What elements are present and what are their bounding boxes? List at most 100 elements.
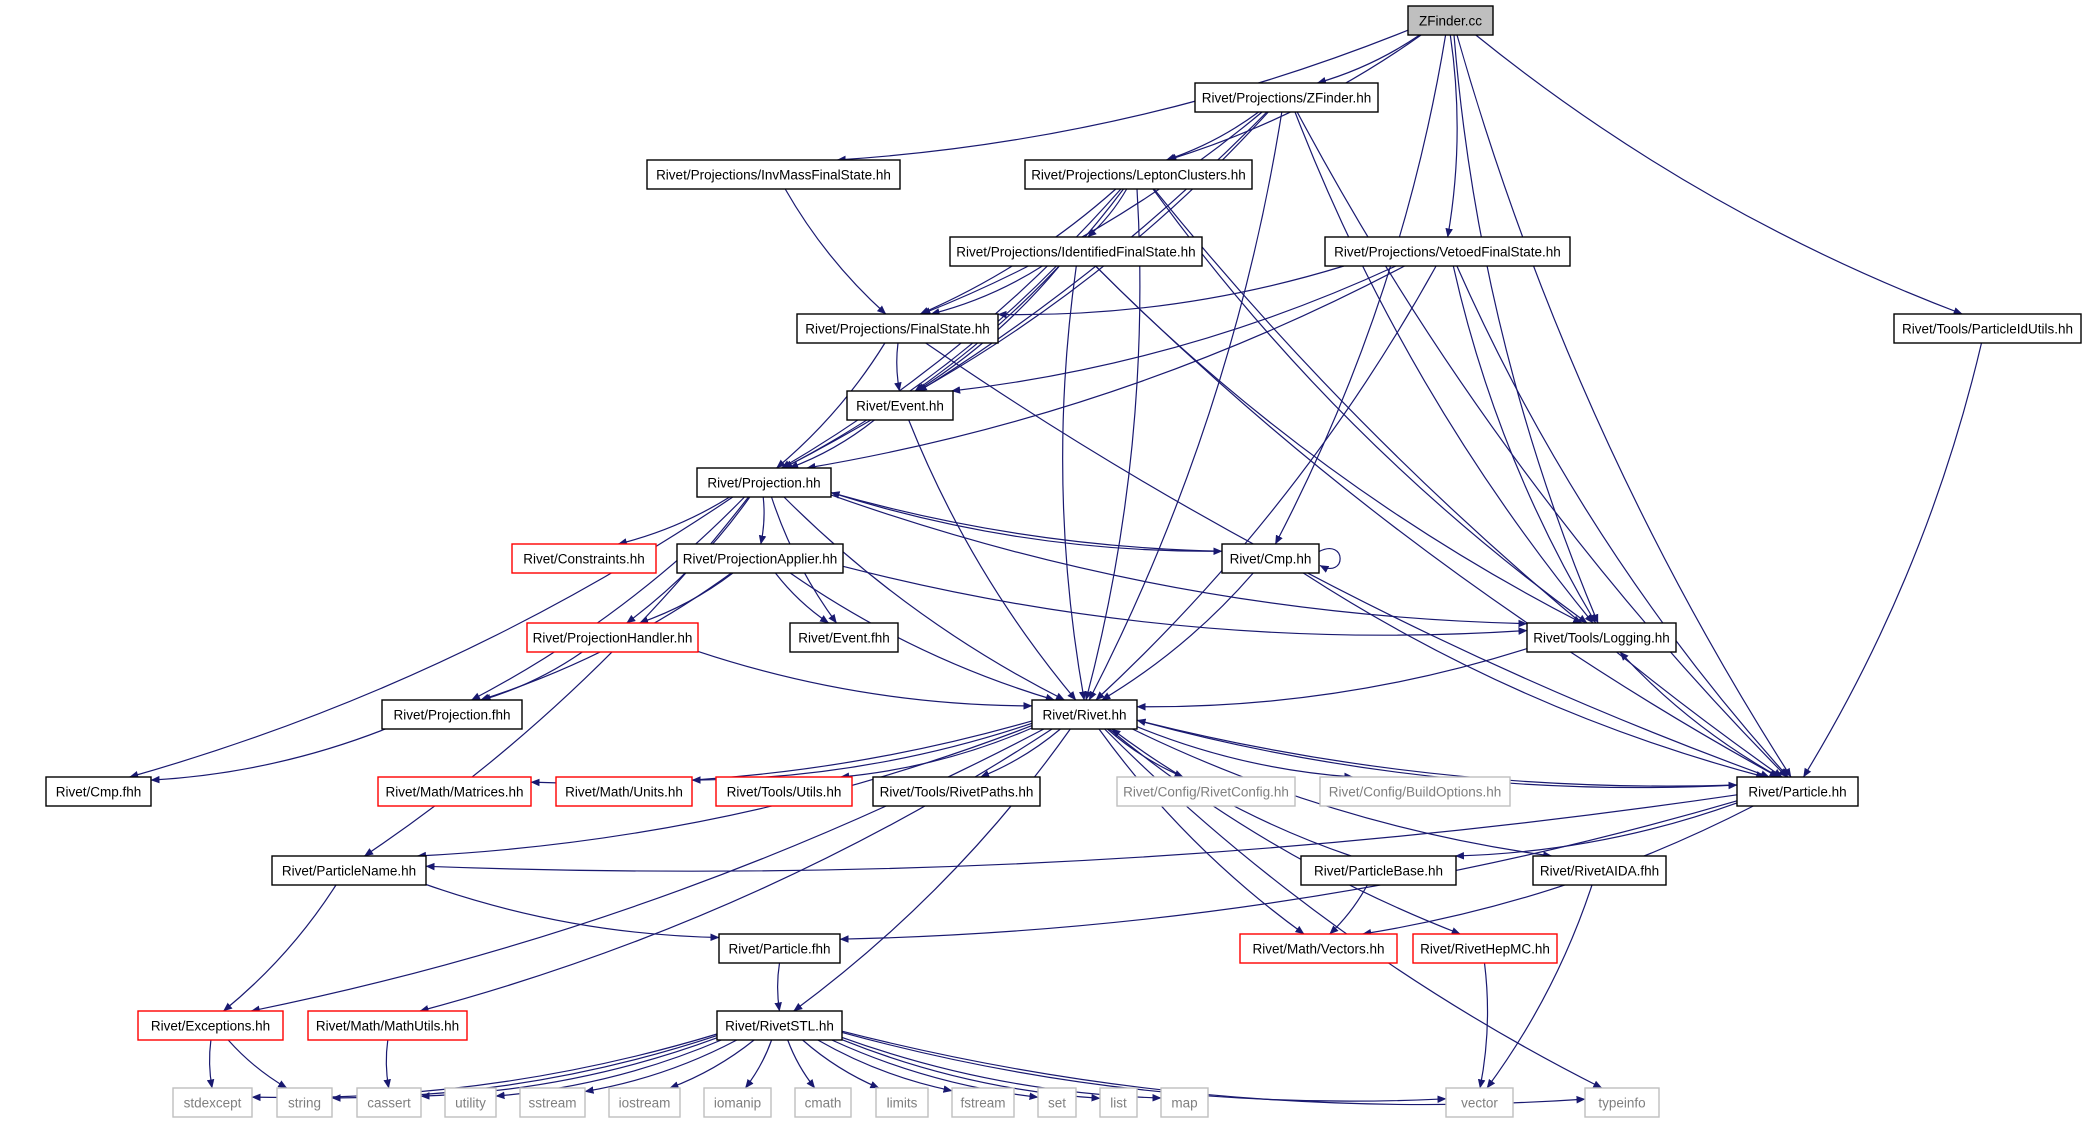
- node-proj_zfinder[interactable]: Rivet/Projections/ZFinder.hh: [1194, 82, 1379, 113]
- edge-projection_hh-to-cmp_hh: [830, 492, 1223, 556]
- edge-particle_hh-to-rivet_hh: [1136, 718, 1738, 787]
- node-fstream: fstream: [951, 1087, 1015, 1118]
- node-box: [45, 776, 152, 807]
- edge-rivet_hh-to-rivetstl: [793, 728, 1071, 1012]
- node-projhandler[interactable]: Rivet/ProjectionHandler.hh: [526, 622, 699, 653]
- node-label: Rivet/Projections/InvMassFinalState.hh: [656, 168, 891, 183]
- node-buildoptions: Rivet/Config/BuildOptions.hh: [1319, 776, 1511, 807]
- node-box: [555, 776, 693, 807]
- edge-proj_identified-to-projection_hh: [783, 265, 1057, 469]
- edge-proj_invmass-to-proj_finalstate: [784, 188, 887, 315]
- node-box: [676, 543, 844, 574]
- node-box: [172, 1087, 253, 1118]
- node-proj_finalstate[interactable]: Rivet/Projections/FinalState.hh: [796, 313, 999, 344]
- node-proj_invmass[interactable]: Rivet/Projections/InvMassFinalState.hh: [646, 159, 901, 190]
- node-label: Rivet/Math/Matrices.hh: [385, 785, 523, 800]
- edge-zfinder_cc-to-proj_vetoed: [1445, 34, 1458, 238]
- node-units[interactable]: Rivet/Math/Units.hh: [555, 776, 693, 807]
- node-box: [1893, 313, 2082, 344]
- node-label: iomanip: [714, 1096, 761, 1111]
- edge-rivet_hh-to-tools_utils: [840, 727, 1033, 780]
- node-rivethepmc[interactable]: Rivet/RivetHepMC.hh: [1412, 933, 1558, 964]
- node-box: [356, 1087, 422, 1118]
- edge-proj_zfinder-to-proj_lepton: [1165, 111, 1259, 161]
- node-particle_fhh[interactable]: Rivet/Particle.fhh: [718, 933, 841, 964]
- node-box: [526, 622, 699, 653]
- node-tools_utils[interactable]: Rivet/Tools/Utils.hh: [715, 776, 853, 807]
- node-particle_hh[interactable]: Rivet/Particle.hh: [1736, 776, 1859, 807]
- edge-zfinder_cc-to-particle_hh: [1456, 34, 1792, 778]
- node-typeinfo: typeinfo: [1584, 1087, 1660, 1118]
- edge-proj_identified-to-rivet_hh: [1062, 265, 1087, 701]
- edge-zfinder_cc-to-proj_zfinder: [1316, 34, 1420, 85]
- node-label: Rivet/ProjectionHandler.hh: [533, 631, 693, 646]
- node-box: [1221, 543, 1320, 574]
- node-box: [137, 1010, 284, 1041]
- node-label: string: [288, 1096, 321, 1111]
- edge-proj_zfinder-to-proj_finalstate: [921, 111, 1263, 315]
- node-cassert: cassert: [356, 1087, 422, 1118]
- node-particlename[interactable]: Rivet/ParticleName.hh: [271, 855, 427, 886]
- edge-particlename-to-exceptions: [223, 884, 337, 1012]
- node-box: [718, 933, 841, 964]
- edge-proj_zfinder-to-rivet_hh: [1088, 111, 1283, 701]
- node-label: iostream: [619, 1096, 671, 1111]
- node-label: Rivet/RivetHepMC.hh: [1420, 942, 1550, 957]
- node-vectors[interactable]: Rivet/Math/Vectors.hh: [1239, 933, 1398, 964]
- node-cmp_fhh[interactable]: Rivet/Cmp.fhh: [45, 776, 152, 807]
- node-label: ZFinder.cc: [1419, 14, 1482, 29]
- node-rivetaida[interactable]: Rivet/RivetAIDA.fhh: [1532, 855, 1667, 886]
- node-cmath: cmath: [794, 1087, 852, 1118]
- node-box: [1194, 82, 1379, 113]
- node-box: [1526, 622, 1677, 653]
- node-event_fhh[interactable]: Rivet/Event.fhh: [789, 622, 899, 653]
- node-constraints[interactable]: Rivet/Constraints.hh: [511, 543, 657, 574]
- node-box: [608, 1087, 681, 1118]
- node-box: [1736, 776, 1859, 807]
- node-utility: utility: [444, 1087, 497, 1118]
- node-projapplier[interactable]: Rivet/ProjectionApplier.hh: [676, 543, 844, 574]
- edge-zfinder_cc-to-cmp_hh: [1274, 34, 1447, 545]
- edge-proj_vetoed-to-projection_hh: [806, 265, 1405, 471]
- edge-proj_lepton-to-proj_identified: [1087, 188, 1128, 238]
- edge-rivet_hh-to-particlename: [416, 725, 1033, 860]
- node-rivetstl[interactable]: Rivet/RivetSTL.hh: [716, 1010, 843, 1041]
- node-projection_hh[interactable]: Rivet/Projection.hh: [696, 467, 832, 498]
- node-label: stdexcept: [184, 1096, 242, 1111]
- node-box: [1116, 776, 1296, 807]
- edge-proj_lepton-to-event_hh: [914, 188, 1124, 392]
- node-label: map: [1171, 1096, 1197, 1111]
- edge-projection_hh-to-constraints: [617, 496, 731, 546]
- node-proj_vetoed[interactable]: Rivet/Projections/VetoedFinalState.hh: [1324, 236, 1571, 267]
- node-projection_fhh[interactable]: Rivet/Projection.fhh: [381, 699, 523, 730]
- node-label: typeinfo: [1598, 1096, 1645, 1111]
- node-proj_lepton[interactable]: Rivet/Projections/LeptonClusters.hh: [1024, 159, 1253, 190]
- node-proj_identified[interactable]: Rivet/Projections/IdentifiedFinalState.h…: [949, 236, 1203, 267]
- node-zfinder_cc[interactable]: ZFinder.cc: [1407, 5, 1494, 36]
- node-box: [949, 236, 1203, 267]
- edge-rivet_hh-to-mathutils: [419, 728, 1053, 1013]
- node-label: sstream: [528, 1096, 576, 1111]
- edge-rivetstl-to-limits: [802, 1039, 880, 1089]
- edge-tools_pid-to-particle_hh: [1802, 342, 1983, 778]
- node-label: Rivet/RivetSTL.hh: [725, 1019, 834, 1034]
- node-exceptions[interactable]: Rivet/Exceptions.hh: [137, 1010, 284, 1041]
- node-mathutils[interactable]: Rivet/Math/MathUtils.hh: [307, 1010, 468, 1041]
- node-cmp_hh[interactable]: Rivet/Cmp.hh: [1221, 543, 1320, 574]
- edge-rivetstl-to-sstream: [584, 1039, 738, 1094]
- node-box: [444, 1087, 497, 1118]
- node-box: [307, 1010, 468, 1041]
- node-matrices[interactable]: Rivet/Math/Matrices.hh: [377, 776, 532, 807]
- node-tools_pid[interactable]: Rivet/Tools/ParticleIdUtils.hh: [1893, 313, 2082, 344]
- node-box: [872, 776, 1041, 807]
- nodes: ZFinder.ccRivet/Projections/ZFinder.hhRi…: [45, 5, 2082, 1118]
- node-logging[interactable]: Rivet/Tools/Logging.hh: [1526, 622, 1677, 653]
- node-rivet_hh[interactable]: Rivet/Rivet.hh: [1031, 699, 1138, 730]
- node-box: [715, 776, 853, 807]
- node-label: Rivet/Tools/Logging.hh: [1533, 631, 1670, 646]
- node-event_hh[interactable]: Rivet/Event.hh: [846, 390, 954, 421]
- node-particlebase[interactable]: Rivet/ParticleBase.hh: [1300, 855, 1457, 886]
- node-rivetpaths[interactable]: Rivet/Tools/RivetPaths.hh: [872, 776, 1041, 807]
- edge-particle_hh-to-particlename: [425, 794, 1738, 872]
